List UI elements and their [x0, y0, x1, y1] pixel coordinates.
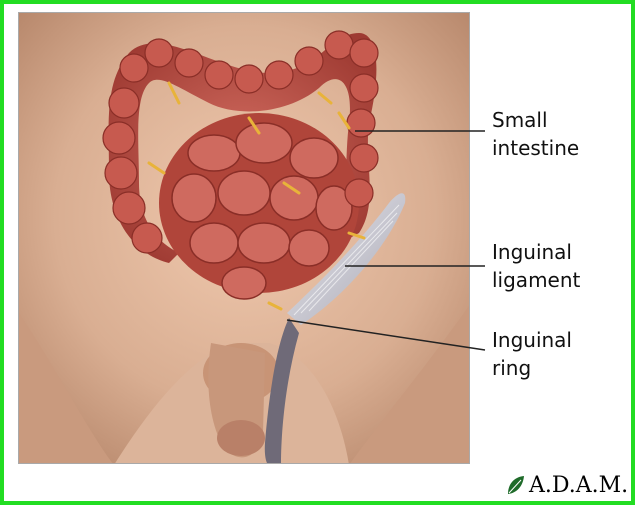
label-inguinal-ring-line1: Inguinal	[492, 326, 572, 354]
leaf-icon	[506, 474, 526, 496]
label-inguinal-ligament-line1: Inguinal	[492, 238, 580, 266]
logo-text: A.D.A.M.	[529, 473, 628, 498]
label-inguinal-ligament-line2: ligament	[492, 266, 580, 294]
leader-inguinal-ring	[287, 320, 485, 350]
label-inguinal-ring-line2: ring	[492, 354, 572, 382]
label-inguinal-ligament: Inguinal ligament	[492, 238, 580, 294]
label-small-intestine: Small intestine	[492, 106, 579, 162]
label-small-intestine-line2: intestine	[492, 134, 579, 162]
label-small-intestine-line1: Small	[492, 106, 579, 134]
adam-logo: A.D.A.M.	[506, 470, 628, 500]
label-inguinal-ring: Inguinal ring	[492, 326, 572, 382]
